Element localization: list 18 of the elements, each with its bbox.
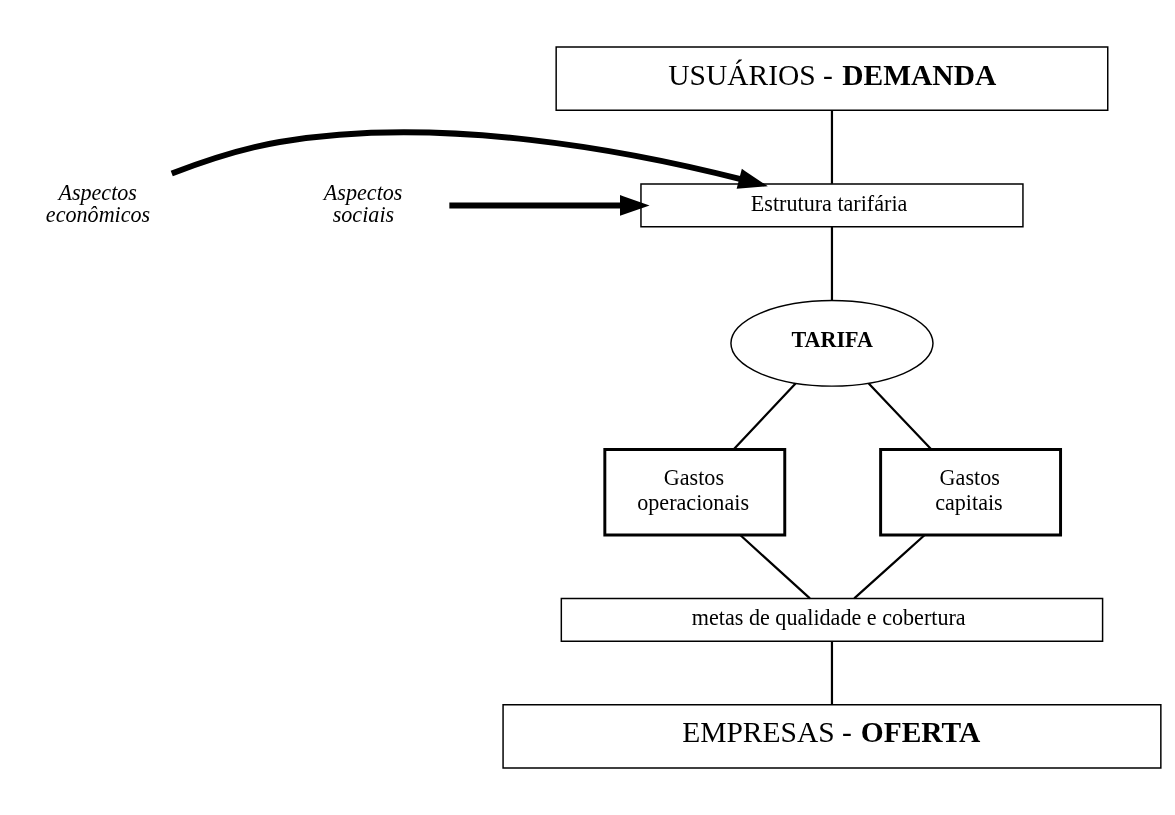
connector bbox=[867, 382, 932, 451]
connector bbox=[853, 534, 926, 600]
node-ellipse: TARIFA bbox=[730, 299, 934, 387]
arrow bbox=[170, 129, 768, 189]
node-text: Aspectos sociais bbox=[323, 179, 403, 227]
node-box: Gastos operacionais bbox=[603, 448, 787, 537]
connector bbox=[830, 641, 834, 705]
node-box: metas de qualidade e cobertura bbox=[560, 597, 1104, 642]
node-box: Gastos capitais bbox=[879, 448, 1063, 537]
connector bbox=[830, 110, 834, 184]
connector bbox=[732, 382, 797, 451]
connector bbox=[830, 226, 834, 301]
node-box: Estrutura tarifária bbox=[640, 183, 1024, 228]
node-box: EMPRESAS - OFERTA bbox=[502, 703, 1162, 769]
node-box: USUÁRIOS - DEMANDA bbox=[555, 46, 1109, 112]
node-text: Aspectos econômicos bbox=[45, 179, 151, 227]
connector bbox=[739, 534, 811, 600]
arrow bbox=[449, 195, 650, 216]
